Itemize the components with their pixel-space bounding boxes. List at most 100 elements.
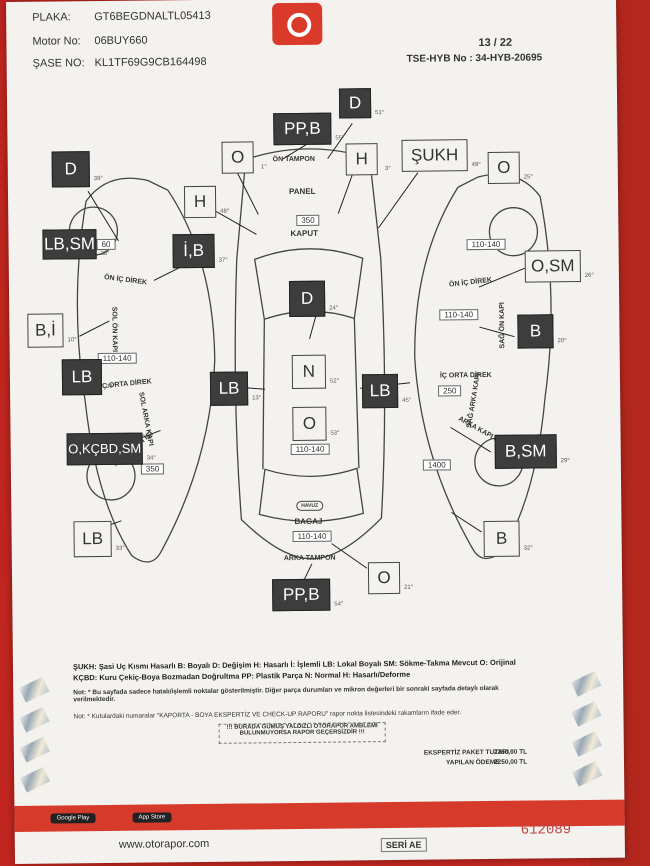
legend: ŞUKH: Şasi Uç Kısmı Hasarlı B: Boyalı D:…: [73, 656, 543, 683]
tag-text: D: [300, 288, 314, 308]
stamp-warning-box: !!! BURADA GÜMÜŞ YALDIZLI OTORAPOR AMBLE…: [218, 722, 386, 744]
damage-tag: B,SM 29°: [494, 434, 570, 469]
tag-number: 29°: [560, 458, 570, 465]
trunk-value: 110-140: [292, 530, 332, 543]
serial-number: 612089: [520, 822, 572, 839]
pointer-line: [235, 169, 259, 215]
series-label: SERİ AE: [380, 837, 427, 853]
pointer-line: [478, 266, 529, 288]
hologram-stripe: [571, 731, 602, 757]
damage-tag: LB 36°: [61, 359, 115, 396]
right-rear-door-value: 250: [438, 385, 462, 397]
pointer-line: [212, 209, 257, 235]
tag-number: 36°: [105, 383, 116, 390]
tag-text: O,SM: [530, 256, 575, 276]
tag-text: O: [497, 157, 511, 177]
right-front-door-label: SAĞ ÖN KAPI: [498, 302, 507, 349]
tag-number: 55°: [335, 135, 345, 142]
tag-number: 34°: [146, 455, 156, 462]
payment-value: 2250,00 TL: [493, 758, 528, 766]
tag-text: B,İ: [34, 320, 56, 340]
right-center-pillar-label: İÇ ORTA DİREK: [439, 371, 492, 380]
package-total-value: 2250,00 TL: [493, 748, 528, 756]
hologram-stripe: [19, 736, 51, 763]
google-play-badge[interactable]: Google Play: [50, 813, 96, 824]
tag-text: PP,B: [283, 118, 321, 139]
note-2: Not: * Kutulardaki numaralar "KAPORTA - …: [73, 709, 462, 721]
tag-number: 37°: [218, 257, 228, 264]
tag-number: 54°: [334, 601, 344, 608]
hologram-stripe: [570, 671, 602, 697]
tag-text: O: [302, 413, 317, 433]
pointer-line: [79, 320, 110, 337]
damage-tag: O,KÇBD,SM 34°: [66, 432, 156, 466]
trunk-label: BAGAJ: [294, 516, 323, 527]
tag-text: B,SM: [504, 441, 547, 461]
tag-text: D: [348, 93, 362, 113]
right-front-fender-value: 110-140: [466, 238, 506, 251]
damage-tag: B 20°: [517, 314, 567, 349]
website-link[interactable]: www.otorapor.com: [118, 837, 210, 851]
tag-number: 45°: [402, 397, 412, 404]
damage-tag: O,SM 26°: [524, 249, 594, 283]
pointer-line: [451, 511, 482, 533]
tag-number: 48°: [220, 208, 230, 215]
left-front-door-value: 110-140: [97, 352, 137, 365]
tag-text: LB: [82, 529, 104, 549]
tag-number: 20°: [557, 338, 567, 345]
damage-tag: LB 33°: [73, 520, 125, 558]
damage-tag: PP,B 54°: [272, 578, 343, 612]
app-store-badge[interactable]: App Store: [132, 812, 172, 823]
right-front-wheel: [488, 207, 539, 257]
tag-text: ŞUKH: [410, 145, 459, 165]
tag-number: 26°: [584, 272, 594, 279]
hood-label: KAPUT: [290, 228, 319, 239]
hood-value: 350: [296, 214, 320, 226]
tag-text: B: [495, 528, 508, 548]
tag-text: PP,B: [282, 584, 320, 605]
hologram-stripe: [19, 766, 51, 793]
tag-number: 33°: [115, 545, 125, 552]
damage-tag: O 25°: [487, 151, 533, 184]
tag-text: O: [377, 568, 391, 588]
rear-window: [258, 467, 365, 522]
tag-text: D: [64, 159, 77, 179]
pointer-line: [450, 426, 491, 453]
tag-number: 1°: [260, 164, 267, 171]
tag-text: LB: [369, 380, 391, 401]
note-1: Not: * Bu sayfada sadece hatalı/işlemli …: [73, 684, 499, 704]
report-page: PLAKA:GT6BEGDNALTL05413 Motor No:06BUY66…: [6, 0, 625, 864]
tag-text: LB: [71, 367, 93, 387]
tag-text: LB: [218, 378, 240, 398]
hologram-stripe: [19, 706, 50, 733]
roof-value: 110-140: [290, 443, 330, 456]
tag-number: 32°: [523, 545, 533, 552]
damage-tag: PP,B 55°: [273, 112, 344, 146]
damage-tag: H 48°: [183, 185, 229, 219]
tag-number: 13°: [252, 395, 262, 402]
tag-text: H: [193, 191, 207, 212]
pointer-line: [337, 173, 354, 214]
pointer-line: [87, 190, 119, 242]
tag-text: B: [529, 321, 542, 341]
rear-bumper-label: ARKA TAMPON: [283, 554, 336, 563]
tag-number: 21°: [404, 584, 414, 591]
tag-number: 3°: [384, 165, 391, 173]
damage-tag: B 32°: [483, 520, 533, 558]
pointer-line: [327, 123, 353, 159]
tag-number: 10°: [67, 337, 77, 344]
pointer-line: [377, 172, 419, 229]
panel-label: PANEL: [288, 186, 316, 197]
damage-tag: LB 13°: [209, 371, 261, 406]
tag-text: O,KÇBD,SM: [68, 440, 142, 457]
tag-number: 52°: [329, 378, 340, 385]
tag-number: 25°: [523, 174, 533, 181]
